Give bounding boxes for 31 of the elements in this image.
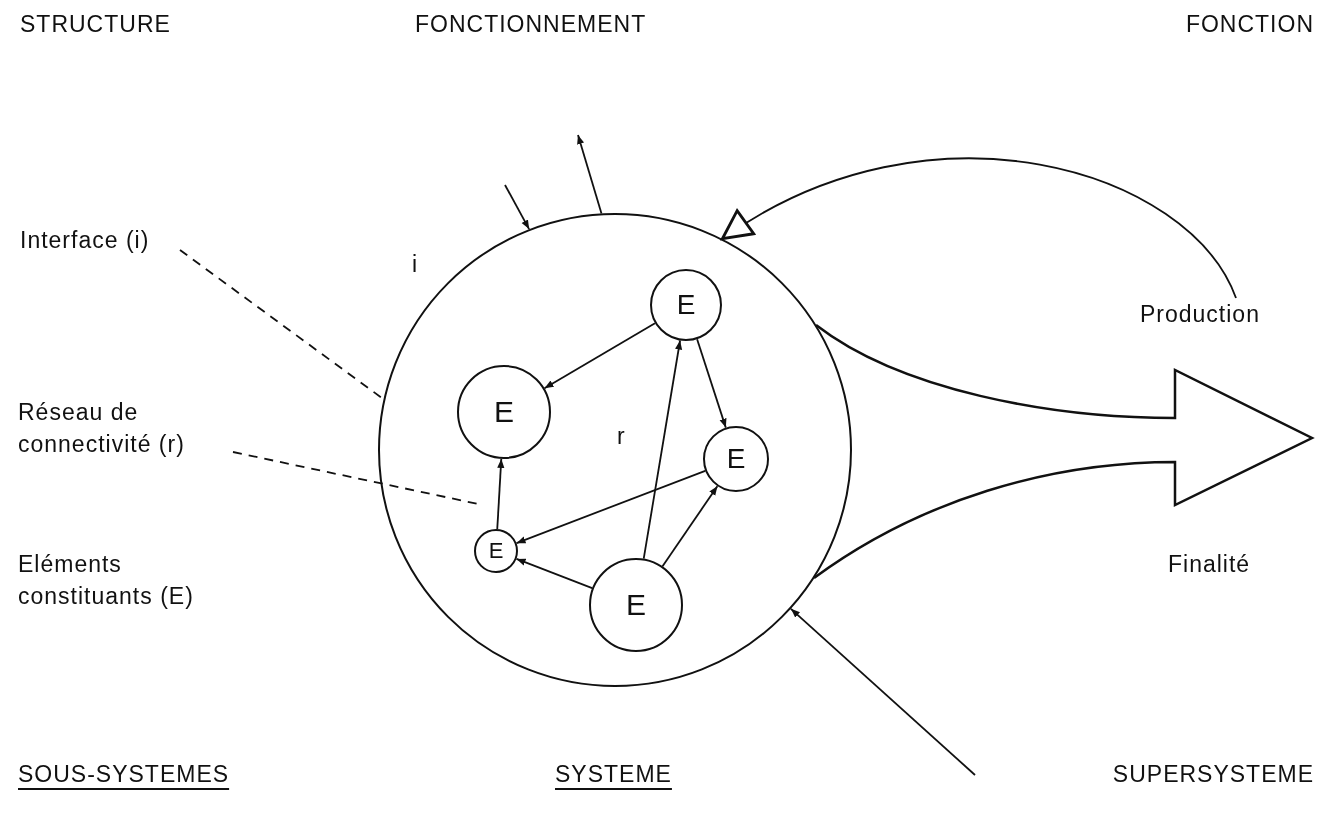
feedback-arrow bbox=[721, 157, 1237, 299]
element-circle bbox=[474, 529, 518, 573]
level-heading: SOUS-SYSTEMES bbox=[18, 760, 230, 789]
arrow bbox=[496, 458, 505, 530]
element-label: E bbox=[488, 540, 504, 562]
element-label: E bbox=[494, 397, 514, 427]
arrow bbox=[661, 485, 719, 568]
arrow bbox=[577, 134, 603, 215]
label-text: Eléments constituants (E) bbox=[18, 550, 195, 612]
arrow bbox=[515, 469, 707, 545]
arrow bbox=[515, 558, 594, 589]
arrow bbox=[642, 339, 683, 560]
label-text: STRUCTURE bbox=[20, 10, 171, 39]
annotation-text: Réseau de connectivité (r) bbox=[18, 396, 233, 461]
level-heading: SYSTEME bbox=[555, 760, 672, 789]
arrow bbox=[790, 607, 976, 776]
annotation-text: Production bbox=[1140, 298, 1315, 331]
element-label: E bbox=[676, 291, 696, 319]
annotation-text: Interface (i) bbox=[20, 224, 180, 257]
arrow bbox=[696, 338, 727, 429]
label-text: FONCTIONNEMENT bbox=[415, 10, 647, 39]
label-text: r bbox=[617, 422, 626, 451]
arrow bbox=[543, 322, 656, 390]
element-label: E bbox=[726, 445, 746, 473]
system-circle bbox=[378, 213, 852, 687]
label-text: SUPERSYSTEME bbox=[1112, 760, 1314, 789]
label-text: i bbox=[412, 250, 419, 279]
label-text: Finalité bbox=[1168, 550, 1251, 579]
arrow bbox=[504, 184, 530, 230]
label-text: FONCTION bbox=[1185, 10, 1314, 39]
element-label: E bbox=[626, 590, 646, 620]
